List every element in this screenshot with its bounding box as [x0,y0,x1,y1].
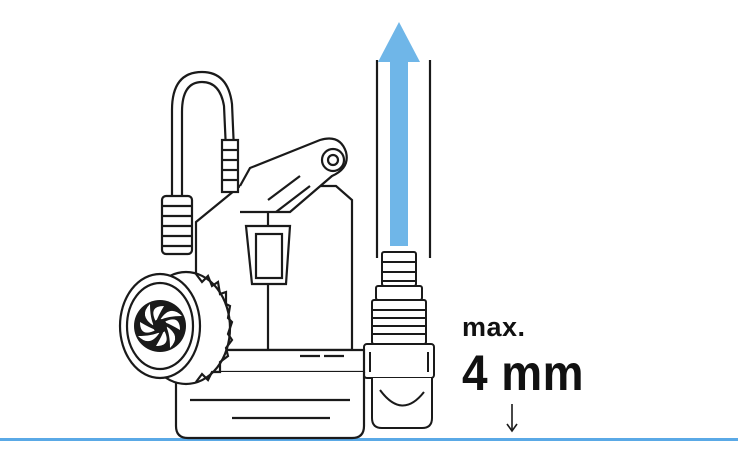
power-cable [160,70,240,256]
hose-connector [363,251,435,429]
water-line [0,438,738,441]
max-label: max. [462,312,526,342]
impeller-icon [134,300,186,352]
up-arrow-icon [378,22,420,246]
clearance-value: 4 mm [462,345,585,401]
discharge-hose [375,60,432,258]
down-arrow-icon [506,404,518,433]
pump-body [172,137,366,440]
